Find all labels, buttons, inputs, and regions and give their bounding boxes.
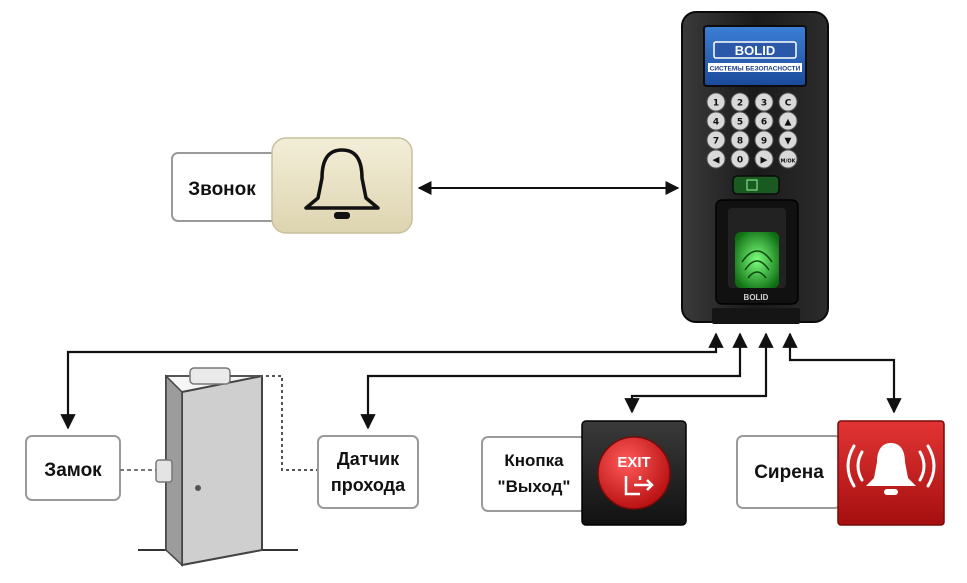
keypad-key-label: 6 xyxy=(761,118,767,128)
body-brand: BOLID xyxy=(744,293,769,302)
lock-label-box xyxy=(25,435,121,501)
keypad-key-label: C xyxy=(785,99,792,109)
keypad-key xyxy=(754,111,774,131)
door-icon xyxy=(138,367,318,567)
keypad-key xyxy=(778,149,798,169)
keypad-key xyxy=(778,92,798,112)
exit-icon xyxy=(597,436,671,510)
keypad-key-label: ▶ xyxy=(761,156,768,166)
siren-label: Сирена xyxy=(754,462,824,483)
keypad-key-label: 2 xyxy=(737,99,743,109)
keypad-key-label: ▼ xyxy=(785,137,792,147)
access-terminal: BOLID СИСТЕМЫ БЕЗОПАСНОСТИ 1 2 3 C 4 5 6 ▲ 7 8 9 ▼ ◀… xyxy=(681,11,829,324)
keypad-key-label: 9 xyxy=(761,137,767,147)
siren-group: Сирена xyxy=(736,420,945,526)
keypad-key-label: 5 xyxy=(737,118,743,128)
keypad-key xyxy=(730,111,750,131)
keypad-key xyxy=(730,130,750,150)
keypad-key xyxy=(778,130,798,150)
keypad-key-label: 0 xyxy=(737,156,743,166)
bell-icon xyxy=(304,148,380,219)
wiring xyxy=(60,332,902,430)
siren-icon xyxy=(846,443,936,495)
keypad: 1 2 3 C 4 5 6 ▲ 7 8 9 ▼ ◀ 0 ▶ M/OK xyxy=(706,92,798,169)
keypad-key-label: 7 xyxy=(713,137,719,147)
keypad-key xyxy=(778,111,798,131)
keypad-key-label: ◀ xyxy=(713,156,720,166)
keypad-key xyxy=(706,111,726,131)
keypad-key-label: 1 xyxy=(713,99,719,109)
keypad-key xyxy=(706,149,726,169)
keypad-key-label: M/OK xyxy=(781,159,797,165)
keypad-key xyxy=(754,92,774,112)
bell-label: Звонок xyxy=(188,179,256,200)
keypad-key xyxy=(730,92,750,112)
keypad-key-label: 3 xyxy=(761,99,767,109)
keypad-key-label: ▲ xyxy=(785,118,792,128)
bell-group: Звонок xyxy=(171,137,413,234)
keypad-key xyxy=(754,130,774,150)
keypad-key xyxy=(754,149,774,169)
lock-label: Замок xyxy=(44,460,102,481)
keypad-key xyxy=(706,130,726,150)
keypad-key-label: 4 xyxy=(713,118,719,128)
screen-subtitle: СИСТЕМЫ БЕЗОПАСНОСТИ xyxy=(710,66,801,73)
exit-label-line1: Кнопка xyxy=(504,451,564,470)
exit-group: Кнопка "Выход" EXIT xyxy=(481,420,687,526)
exit-label-box xyxy=(481,436,587,512)
keypad-key-label: 8 xyxy=(737,137,743,147)
lock-group: Замок xyxy=(25,435,160,501)
fingerprint-icon xyxy=(735,232,779,288)
exit-button-text: EXIT xyxy=(617,454,650,471)
sensor-group: Датчик прохода xyxy=(317,435,419,509)
exit-label-line2: "Выход" xyxy=(498,477,571,496)
screen-brand: BOLID xyxy=(735,43,775,58)
screen-logo xyxy=(713,41,797,59)
keypad-key xyxy=(730,149,750,169)
keypad-key xyxy=(706,92,726,112)
sensor-label-box xyxy=(317,435,419,509)
sensor-label-line2: прохода xyxy=(331,475,406,495)
sensor-label-line1: Датчик xyxy=(337,449,400,469)
card-reader-window xyxy=(732,175,780,195)
